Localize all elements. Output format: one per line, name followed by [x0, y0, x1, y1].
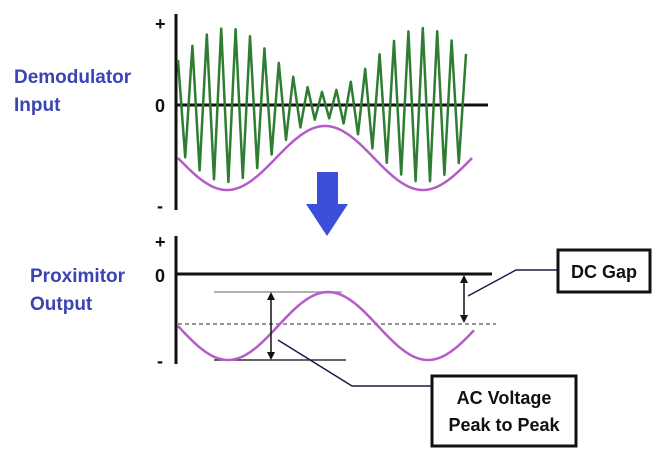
proximitor-label-line2: Output [30, 294, 93, 315]
dc-gap-arrow-up-icon [460, 275, 468, 283]
down-arrow-icon [306, 172, 348, 236]
dc-gap-leader-line [467, 269, 558, 297]
proximitor-output-wave [177, 290, 475, 362]
demodulator-label-line1: Demodulator [14, 67, 132, 88]
bottom-minus-tick: - [157, 351, 163, 371]
bottom-zero-tick: 0 [155, 266, 165, 286]
dc-gap-callout-box [556, 248, 652, 294]
ac-voltage-callout-line2: Peak to Peak [448, 415, 560, 435]
bottom-plus-tick: + [155, 232, 166, 252]
top-minus-tick: - [157, 196, 163, 216]
modulated-carrier-wave [176, 26, 468, 184]
dc-gap-callout-label: DC Gap [571, 262, 637, 282]
demodulator-label-line2: Input [14, 95, 61, 116]
ac-arrow-up-icon [267, 292, 275, 300]
top-envelope-wave [177, 124, 473, 192]
top-zero-tick: 0 [155, 96, 165, 116]
dc-gap-arrow-down-icon [460, 315, 468, 323]
ac-voltage-callout-box [430, 374, 578, 448]
ac-leader-line [277, 339, 434, 387]
ac-arrow-down-icon [267, 352, 275, 360]
top-plus-tick: + [155, 14, 166, 34]
ac-voltage-callout-line1: AC Voltage [457, 388, 552, 408]
proximitor-label-line1: Proximitor [30, 266, 126, 287]
